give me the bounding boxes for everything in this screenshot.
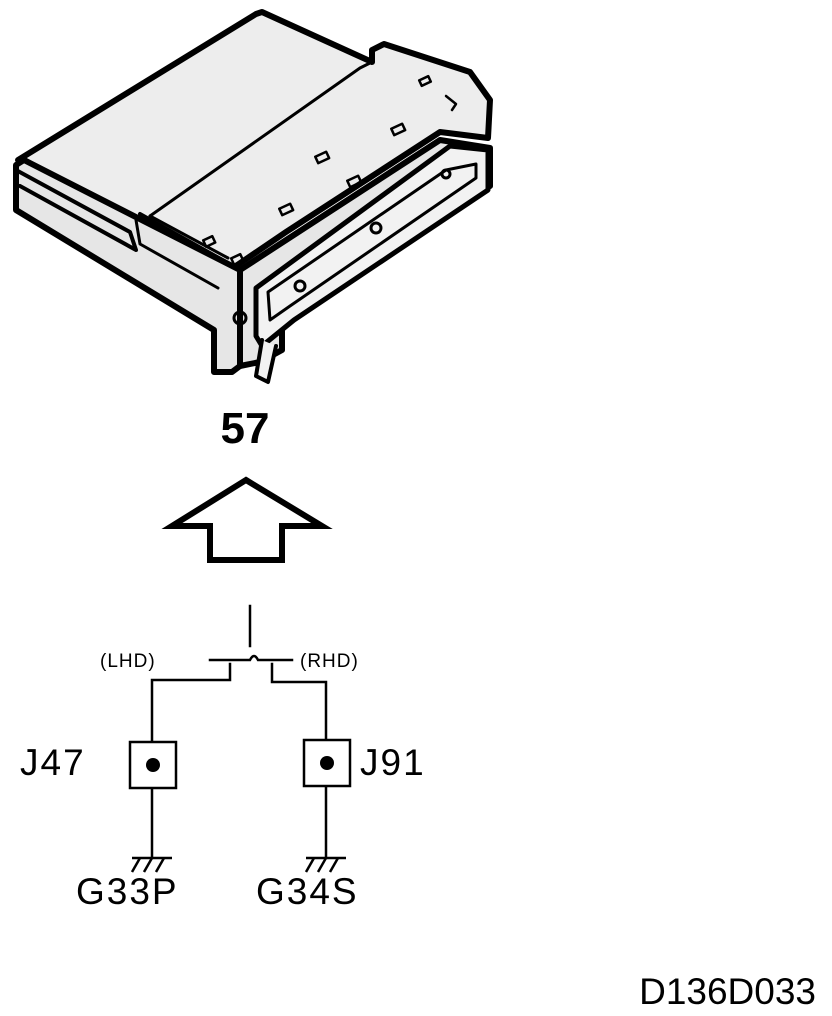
wiring-lines [150,604,328,858]
splice-connector-j91 [302,738,352,788]
splice-dot-icon [320,756,334,770]
connector-j91-label: J91 [360,742,426,783]
control-module-icon [13,9,493,384]
connector-j47-label: J47 [20,742,86,783]
splice-connector-j47 [128,740,178,790]
variant-lhd-label: (LHD) [100,651,156,672]
variant-rhd-label: (RHD) [300,651,359,672]
arrow-up-icon [161,476,333,563]
ground-right-icon [304,856,346,873]
ground-left-icon [130,856,172,873]
splice-dot-icon [146,758,160,772]
figure-id-label: D136D033 [639,971,816,1012]
ground-g33p-label: G33P [76,871,179,912]
ground-g34s-label: G34S [256,871,359,912]
part-number-label: 57 [221,404,270,453]
